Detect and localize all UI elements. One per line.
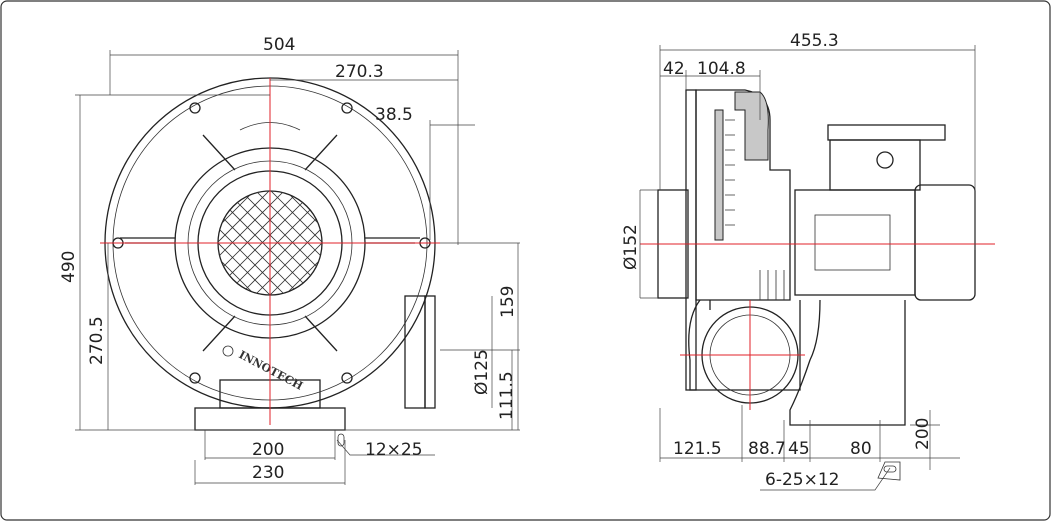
motor-foot bbox=[789, 299, 906, 426]
dim-outlet-to-hole: 88.7 bbox=[748, 439, 786, 459]
dim-overall-height: 490 bbox=[59, 251, 79, 283]
centerlines bbox=[640, 243, 995, 410]
dim-outlet-offset: 38.5 bbox=[375, 105, 413, 125]
dim-overall-width: 504 bbox=[263, 35, 295, 55]
dim-inlet-diameter: Ø152 bbox=[621, 224, 641, 270]
outlet-housing bbox=[688, 299, 801, 391]
impeller-disc bbox=[714, 109, 724, 241]
dim-inlet-to-outlet: 121.5 bbox=[673, 439, 722, 459]
dimension-lines bbox=[109, 50, 475, 245]
centerlines bbox=[100, 78, 440, 425]
dim-hole-spacing-2: 80 bbox=[850, 439, 872, 459]
bolt-icon bbox=[189, 372, 201, 384]
dim-center-height: 270.5 bbox=[87, 316, 107, 365]
slot-icon bbox=[337, 433, 345, 447]
outlet-flange bbox=[424, 295, 436, 409]
dim-overall-length: 455.3 bbox=[790, 31, 839, 51]
dim-base-slot: 12×25 bbox=[365, 440, 423, 460]
slot-icon bbox=[883, 465, 897, 473]
bolt-icon bbox=[341, 102, 353, 114]
dim-outlet-center-height: 111.5 bbox=[497, 371, 517, 420]
bolt-icon bbox=[189, 102, 201, 114]
dim-foot-height: 200 bbox=[913, 418, 933, 450]
mount-slot-bracket bbox=[877, 461, 901, 481]
dim-housing-depth: 104.8 bbox=[697, 59, 746, 79]
side-view: 455.3 42 104.8 Ø152 121.5 88.7 45 80 200… bbox=[621, 31, 995, 491]
housing-section bbox=[695, 89, 791, 301]
logo-mark-icon bbox=[222, 345, 234, 357]
dim-center-to-outlet: 270.3 bbox=[335, 62, 384, 82]
dimension-lines bbox=[639, 45, 976, 470]
impeller-blades bbox=[725, 119, 735, 226]
cooling-fins bbox=[759, 270, 785, 300]
bolt-icon bbox=[341, 372, 353, 384]
dim-outlet-diameter: Ø125 bbox=[472, 349, 492, 395]
motor-plate bbox=[814, 214, 891, 271]
cable-gland-icon bbox=[876, 151, 894, 169]
dim-mount-slots: 6-25×12 bbox=[765, 470, 839, 490]
dim-base-hole-spacing: 200 bbox=[252, 440, 284, 460]
front-view: INNOTECH 504 270.3 38.5 490 270.5 159 Ø1… bbox=[59, 35, 520, 485]
dim-hole-spacing-1: 45 bbox=[788, 439, 810, 459]
dim-base-width: 230 bbox=[252, 463, 284, 483]
terminal-lid bbox=[827, 124, 946, 141]
dim-flange: 42 bbox=[663, 59, 685, 79]
dim-outlet-height: 159 bbox=[498, 286, 518, 318]
